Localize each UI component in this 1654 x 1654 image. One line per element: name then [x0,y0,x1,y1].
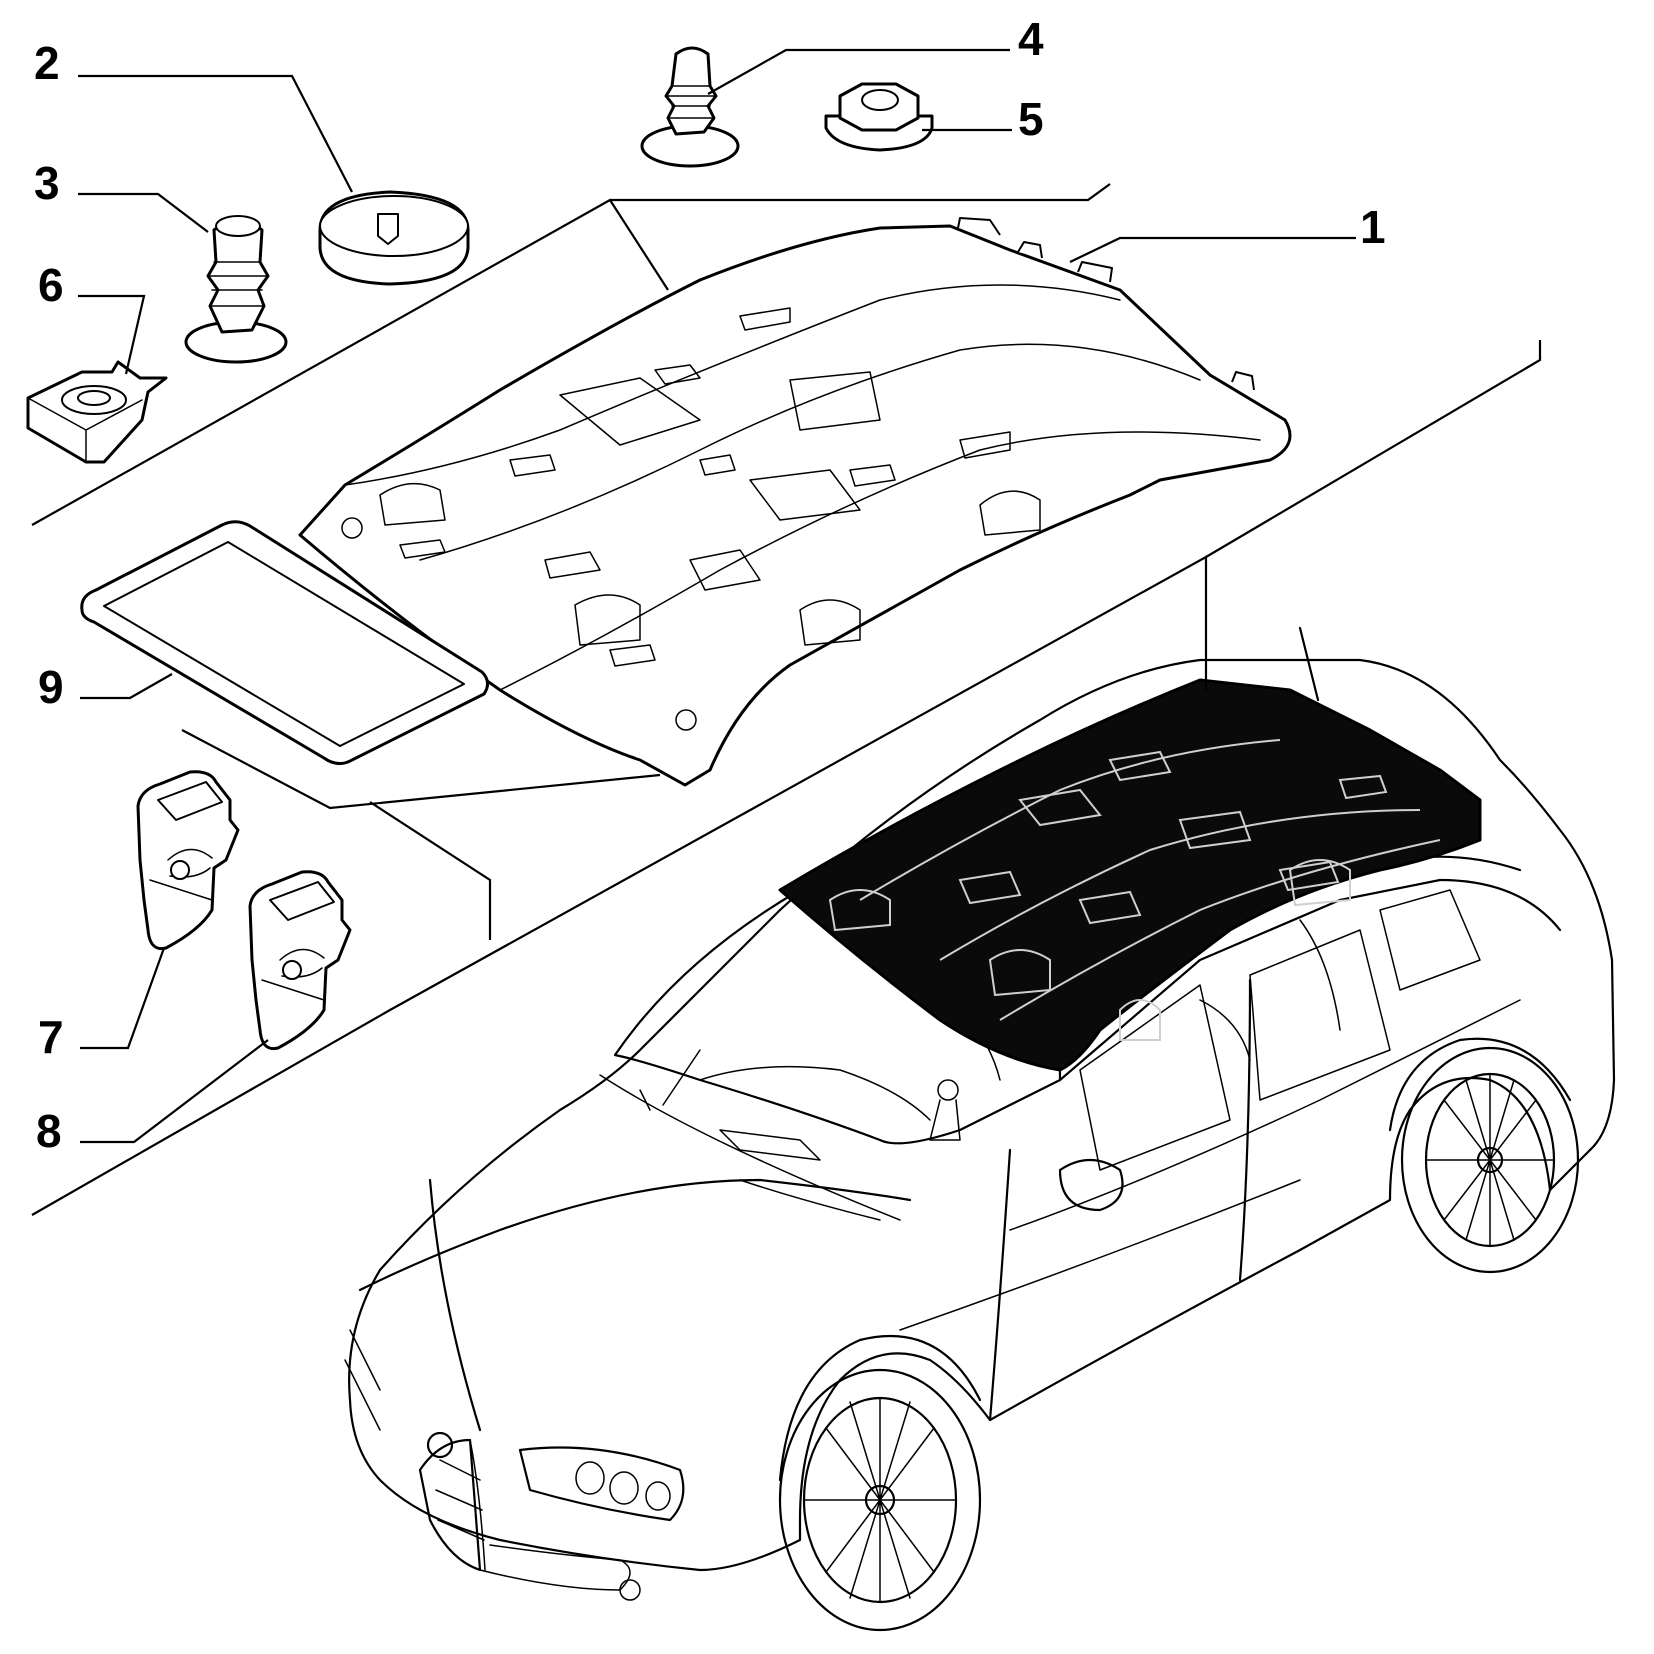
headliner-panel [298,217,1292,787]
visor-clip-part-7 [136,770,240,951]
callout-4: 4 [1018,13,1044,65]
bolt-part [640,46,740,168]
leader-9 [80,673,173,700]
callout-8: 8 [36,1105,62,1157]
sunroof-trim-frame [80,520,489,765]
explode-frame-lines [31,183,1542,1216]
clip-nut-part [26,360,168,464]
leader-6 [78,294,146,375]
callout-3: 3 [34,157,60,209]
headliner-installed-on-roof [778,678,1482,1072]
push-pin-part [184,215,288,364]
flange-nut-part [824,82,934,152]
round-clip-part [318,190,470,286]
leader-2 [78,74,353,193]
visor-clip-part-8 [248,870,352,1051]
callout-leaders [78,48,1356,1144]
callout-6: 6 [38,259,64,311]
callout-1: 1 [1360,201,1386,253]
leader-8 [80,1039,269,1144]
callout-9: 9 [38,661,64,713]
leader-1 [1069,236,1356,263]
callout-7: 7 [38,1011,64,1063]
leader-4 [707,48,1010,95]
callout-5: 5 [1018,93,1044,145]
leader-7 [80,947,166,1050]
callout-2: 2 [34,37,60,89]
leader-3 [78,192,209,233]
